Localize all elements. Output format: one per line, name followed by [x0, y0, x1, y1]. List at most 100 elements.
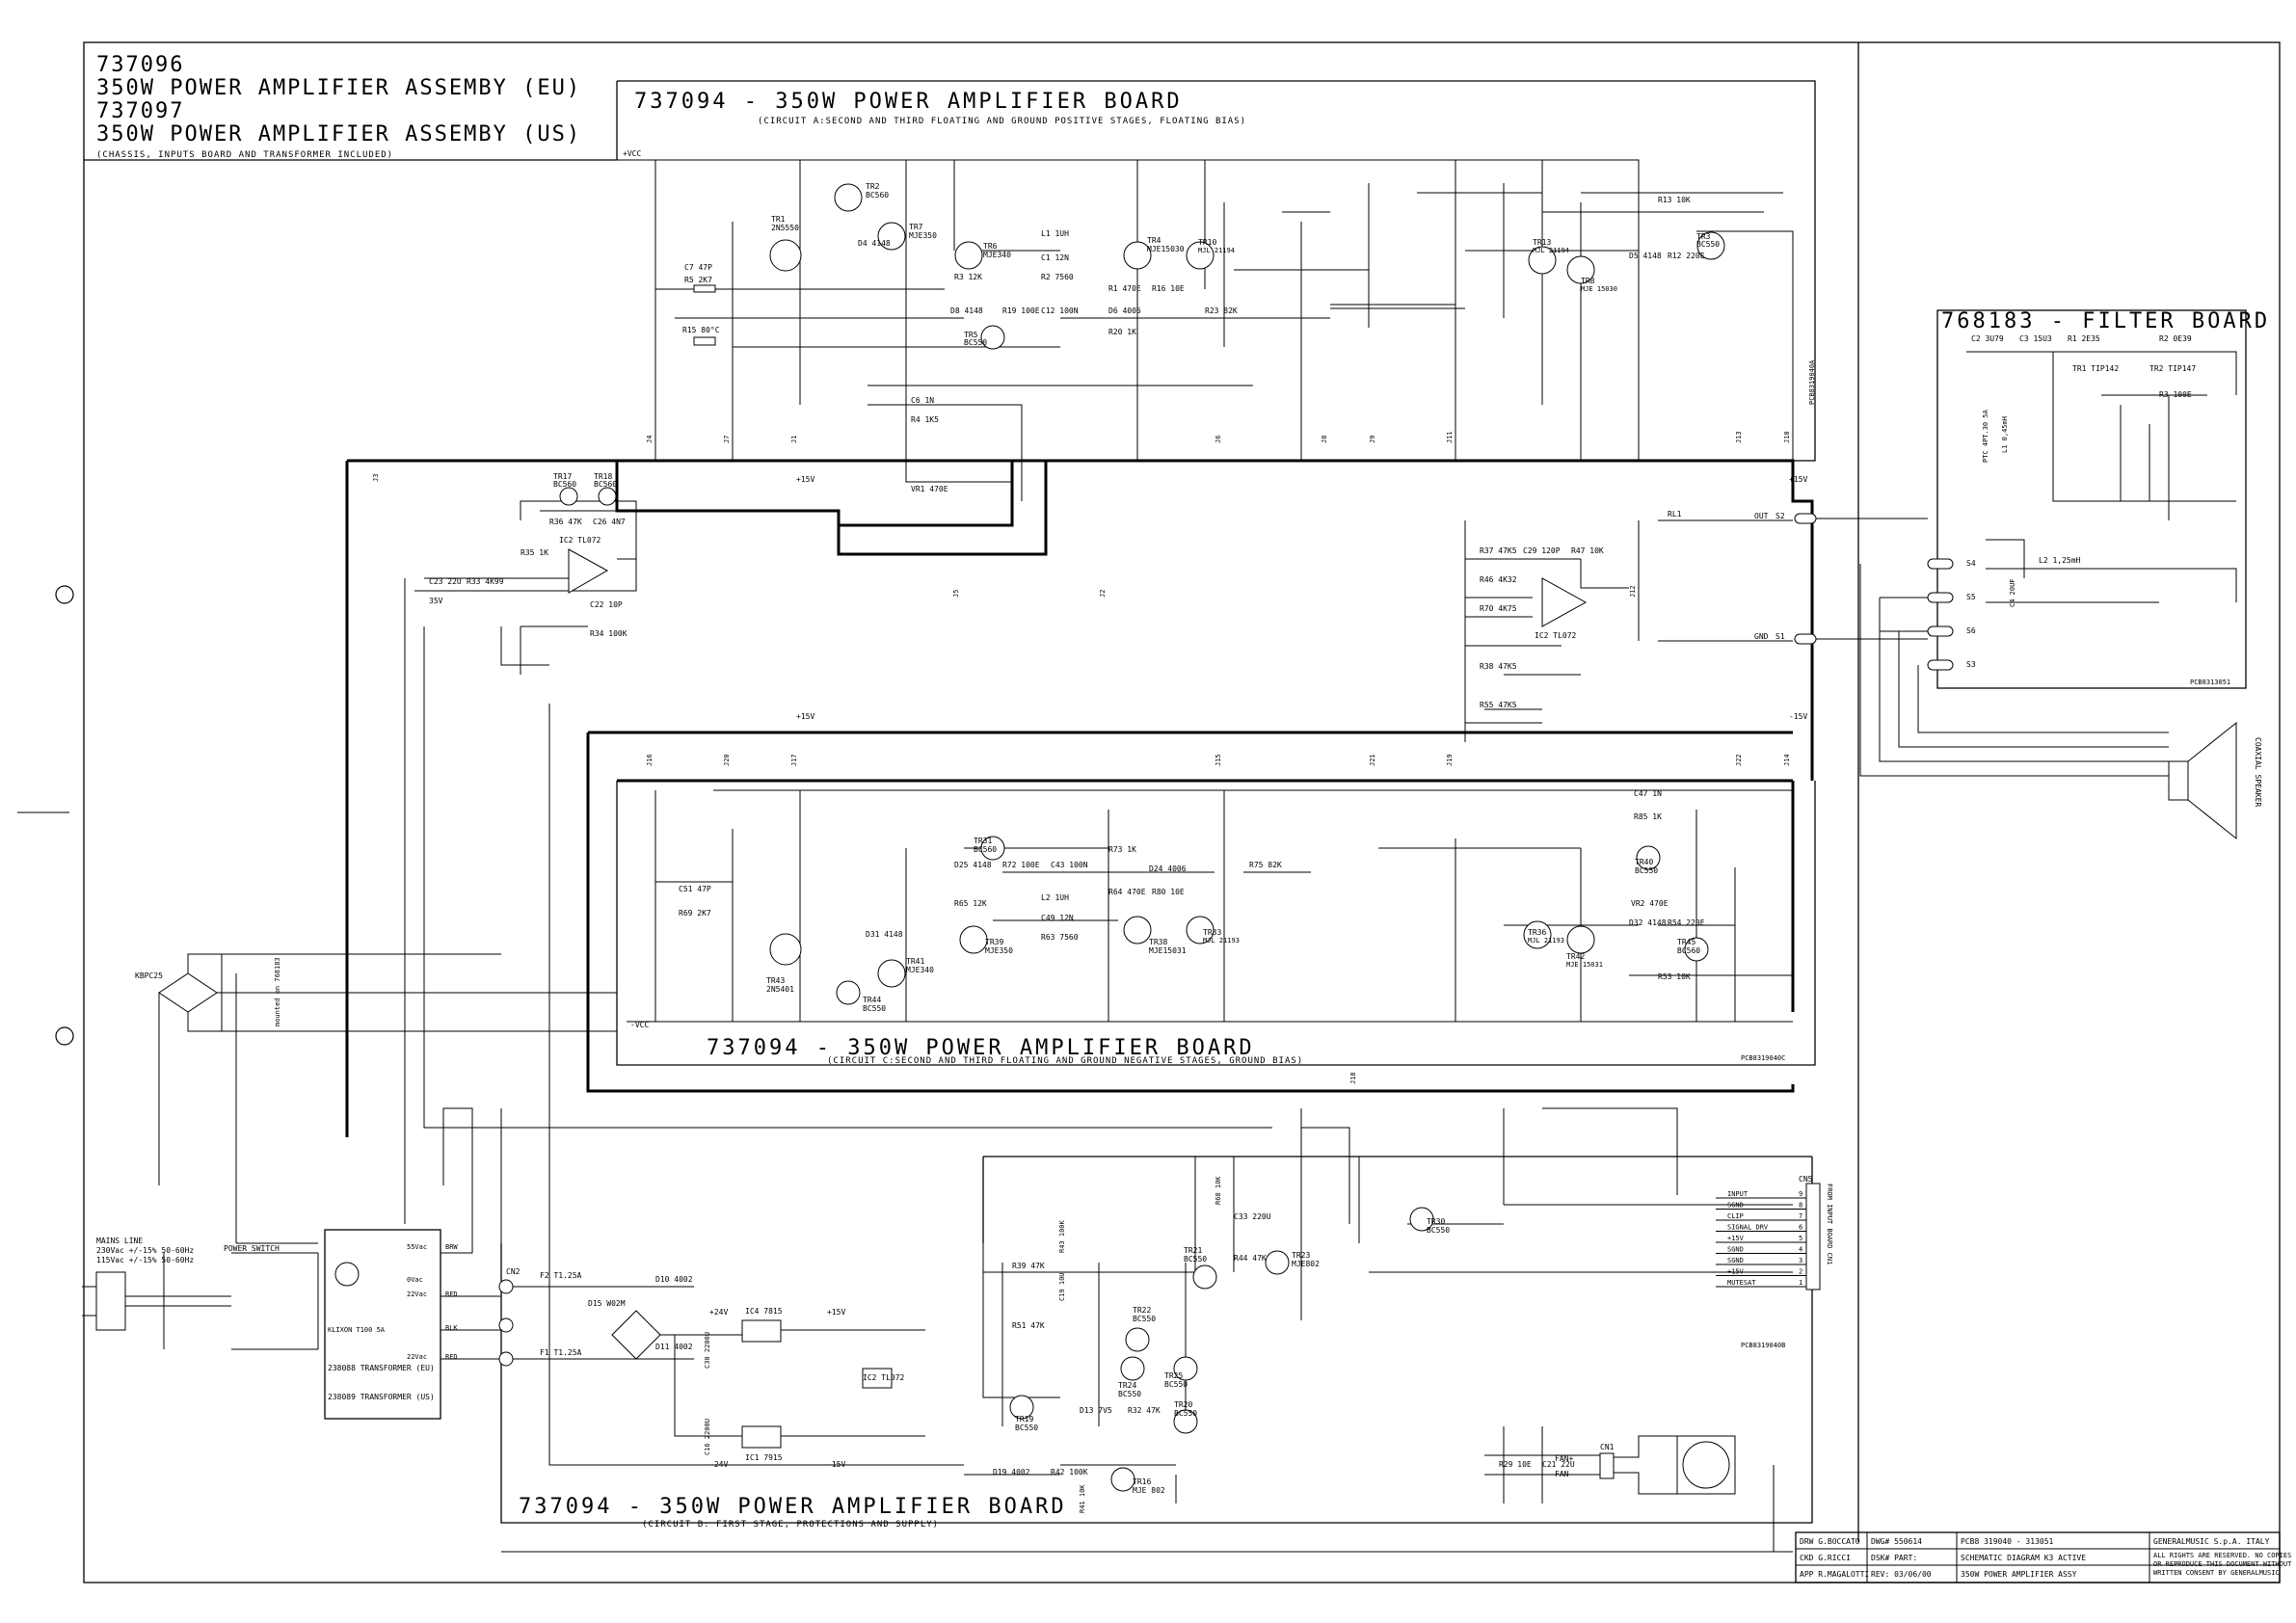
- tr45-value: BC560: [1677, 946, 1700, 955]
- c19-label: C19 10U: [1058, 1272, 1066, 1301]
- fuse-f2-label: F2 T1.25A: [540, 1271, 582, 1280]
- net-p24: +24V: [709, 1308, 728, 1317]
- tr20-label: TR20: [1174, 1400, 1192, 1409]
- jumper-j5: J5: [952, 590, 960, 598]
- transistor-tr44: [836, 980, 861, 1005]
- transistor-tr13: [1528, 246, 1557, 275]
- power-buses: [345, 459, 1814, 1137]
- c1-label: C1 12N: [1041, 253, 1069, 262]
- tb-rights-3: WRITTEN CONSENT BY GENERALMUSIC: [2153, 1569, 2280, 1577]
- pcb-a-label: PCB8319040A: [1808, 359, 1816, 405]
- assembly-header: 737096 350W POWER AMPLIFIER ASSEMBY (EU)…: [96, 53, 581, 160]
- cn5-pin-name: +15V: [1727, 1268, 1745, 1276]
- transformer: [324, 1229, 441, 1420]
- transistor-tr8: [1566, 255, 1595, 284]
- transistor-tr7: [877, 222, 906, 251]
- tr25-value: BC550: [1164, 1380, 1188, 1389]
- transistor-tr23: [1265, 1250, 1290, 1275]
- c21-label: C21 22U: [1542, 1460, 1575, 1469]
- input-connector-label: FROM INPUT BOARD CN1: [1826, 1184, 1833, 1264]
- cn5-pin-number: 4: [1799, 1246, 1802, 1254]
- tr40-value: BC550: [1635, 866, 1658, 875]
- tr5-value: BC550: [964, 338, 987, 347]
- r46-label: R46 4K32: [1480, 575, 1517, 584]
- tr13-label: TR13: [1533, 238, 1551, 247]
- mains-230: 230Vac +/-15% 50-60Hz: [96, 1246, 194, 1255]
- trafo-sec-0: 0Vac: [407, 1276, 423, 1284]
- filter-board-title: 768183 - FILTER BOARD: [1941, 309, 2270, 333]
- vr2-label: VR2 470E: [1631, 899, 1669, 908]
- tr18-label: TR18: [594, 472, 612, 481]
- tr4-label: TR4: [1147, 236, 1161, 245]
- header-line-2: 350W POWER AMPLIFIER ASSEMBY (EU): [96, 76, 581, 100]
- r75-label: R75 82K: [1249, 861, 1282, 869]
- transistor-tr19: [1009, 1395, 1034, 1420]
- jumper-j8: J8: [1321, 436, 1328, 443]
- tr44-label: TR44: [863, 996, 881, 1004]
- tr31-label: TR31: [974, 837, 992, 845]
- jumper-j3: J3: [372, 474, 380, 482]
- net-s2: S2: [1775, 512, 1785, 520]
- cn2-terminal-1: [498, 1279, 514, 1294]
- c16-label: C16 2200U: [704, 1419, 711, 1455]
- r16-label: R16 10E: [1152, 284, 1185, 293]
- jumper-j10: J10: [1783, 431, 1791, 443]
- tr25-label: TR25: [1164, 1371, 1183, 1380]
- transistor-tr5: [980, 325, 1005, 350]
- tb-drawn: DRW G.BOCCATO: [1800, 1537, 1860, 1546]
- d15-label: D15 W02M: [588, 1299, 626, 1308]
- input-stage: IC2 TL072 R36 47K C26 4N7 R35 1K C23 22U…: [414, 472, 637, 675]
- jumper-j4: J4: [646, 436, 654, 443]
- output-sense-stage: IC2 TL072 R37 47K5 C29 120P R47 10K R46 …: [1464, 510, 1817, 742]
- transistor-tr16: [1110, 1467, 1135, 1492]
- r69-label: R69 2K7: [679, 909, 711, 918]
- tb-approved: APP R.MAGALOTTI: [1800, 1570, 1869, 1579]
- filter-ptc-label: PTC 4PT.30 5A: [1982, 409, 1989, 463]
- ic2b-label: IC2 TL072: [1535, 631, 1577, 640]
- mains-115: 115Vac +/-15% 50-60Hz: [96, 1256, 194, 1264]
- r47-label: R47 10K: [1571, 546, 1604, 555]
- tr21-label: TR21: [1184, 1246, 1202, 1255]
- transistor-tr22: [1125, 1327, 1150, 1352]
- cn5-pin-name: SGND: [1727, 1246, 1744, 1254]
- transistor-tr17: [559, 487, 578, 506]
- cn5-label: CN5: [1799, 1175, 1813, 1184]
- r5-label: R5 2K7: [684, 276, 712, 284]
- jumper-j16: J16: [646, 754, 654, 766]
- d32-label: D32 4148: [1629, 918, 1667, 927]
- tr41-value: MJE340: [906, 966, 934, 974]
- tb-pcb: PCB8 319040 - 313051: [1961, 1537, 2054, 1546]
- r72-label: R72 100E: [1002, 861, 1040, 869]
- r43-label: R43 100K: [1058, 1219, 1066, 1253]
- mounted-label: mounted on 768183: [274, 957, 281, 1026]
- c33-label: C33 220U: [1234, 1212, 1271, 1221]
- jumper-j1: J1: [790, 436, 798, 443]
- r38-label: R38 47K5: [1480, 662, 1517, 671]
- r23-label: R23 82K: [1205, 306, 1238, 315]
- filter-s6: S6: [1966, 626, 1976, 635]
- ic2c-label: IC2 TL072: [863, 1373, 905, 1382]
- d8-label: D8 4148: [950, 306, 983, 315]
- klixon-icon: [334, 1262, 360, 1287]
- r12-label: R12 220E: [1668, 252, 1705, 260]
- d19-label: D19 4002: [993, 1468, 1030, 1477]
- tr39-value: MJE350: [985, 946, 1013, 955]
- transistor-tr40: [1636, 845, 1661, 870]
- tr18-value: BC560: [594, 480, 617, 489]
- jumper-j12: J12: [1629, 585, 1637, 598]
- opamp-ic2b: [1541, 577, 1588, 627]
- r53-label: R53 10K: [1658, 972, 1691, 981]
- cn5-pin-name: SGND: [1727, 1202, 1744, 1210]
- d5-label: D5 4148: [1629, 252, 1662, 260]
- filter-conn-s4: [1927, 558, 1954, 570]
- jumper-j19: J19: [1446, 754, 1454, 766]
- r39-label: R39 47K: [1012, 1262, 1045, 1270]
- d6-label: D6 4006: [1108, 306, 1141, 315]
- transistor-tr6: [954, 241, 983, 270]
- tr21-value: BC550: [1184, 1255, 1207, 1264]
- header-line-5: (CHASSIS, INPUTS BOARD AND TRANSFORMER I…: [96, 150, 393, 160]
- cn5-pin-name: +15V: [1727, 1235, 1745, 1242]
- transistor-tr43: [769, 933, 802, 966]
- circuit-a-title: 737094 - 350W POWER AMPLIFIER BOARD: [634, 90, 1183, 114]
